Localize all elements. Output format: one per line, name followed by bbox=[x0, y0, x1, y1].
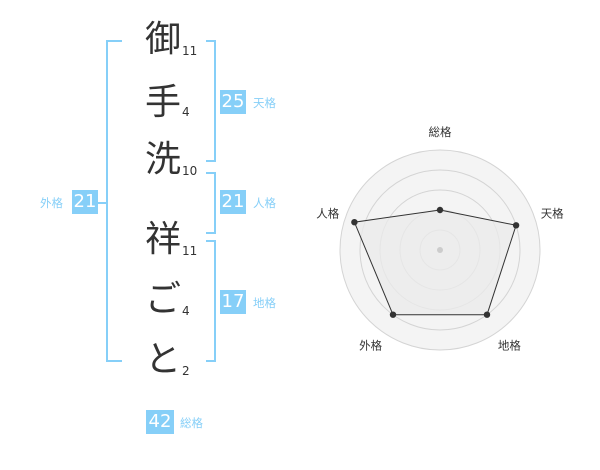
tenkaku-badge: 25 bbox=[220, 90, 246, 114]
stroke-count-1: 11 bbox=[182, 44, 198, 58]
jinkaku-bracket bbox=[206, 172, 216, 234]
radar-axis-label-1: 総格 bbox=[429, 125, 452, 139]
radar-point-2 bbox=[512, 222, 520, 229]
name-char-1: 御 bbox=[144, 19, 181, 60]
chikaku-label: 地格 bbox=[253, 296, 276, 310]
radar-axis-label-4: 外格 bbox=[359, 339, 382, 353]
chikaku-bracket bbox=[206, 240, 216, 362]
radar-point-4 bbox=[389, 311, 397, 318]
name-char-3: 洗 bbox=[144, 139, 181, 180]
soukaku-badge: 42 bbox=[146, 410, 174, 434]
radar-axis-label-5: 人格 bbox=[316, 207, 339, 221]
name-char-2: 手 bbox=[144, 82, 181, 123]
gaikaku-label: 外格 bbox=[40, 196, 63, 210]
radar-point-5 bbox=[351, 219, 358, 226]
radar-point-3 bbox=[483, 311, 491, 318]
stroke-count-3: 10 bbox=[182, 164, 198, 178]
radar-point-1 bbox=[436, 206, 444, 214]
stroke-count-6: 2 bbox=[182, 364, 190, 378]
gaikaku-badge: 21 bbox=[72, 190, 98, 214]
name-char-5: ご bbox=[144, 279, 181, 320]
tenkaku-label: 天格 bbox=[253, 96, 276, 110]
radar-ring bbox=[359, 169, 521, 331]
radar-series-polygon bbox=[353, 209, 517, 316]
radar-axis-label-3: 地格 bbox=[498, 339, 521, 353]
name-char-6: と bbox=[144, 339, 181, 380]
stroke-count-2: 4 bbox=[182, 105, 190, 119]
soukaku-label: 総格 bbox=[180, 416, 203, 430]
radar-axis-label-2: 天格 bbox=[541, 207, 564, 221]
jinkaku-badge: 21 bbox=[220, 190, 246, 214]
stroke-count-4: 11 bbox=[182, 244, 198, 258]
stroke-count-5: 4 bbox=[182, 304, 190, 318]
gaikaku-bracket bbox=[106, 40, 122, 362]
jinkaku-label: 人格 bbox=[253, 196, 276, 210]
gaikaku-bracket-tick bbox=[98, 202, 106, 204]
tenkaku-bracket bbox=[206, 40, 216, 162]
chikaku-badge: 17 bbox=[220, 290, 246, 314]
radar-center-dot bbox=[437, 247, 443, 253]
name-char-4: 祥 bbox=[144, 219, 181, 260]
